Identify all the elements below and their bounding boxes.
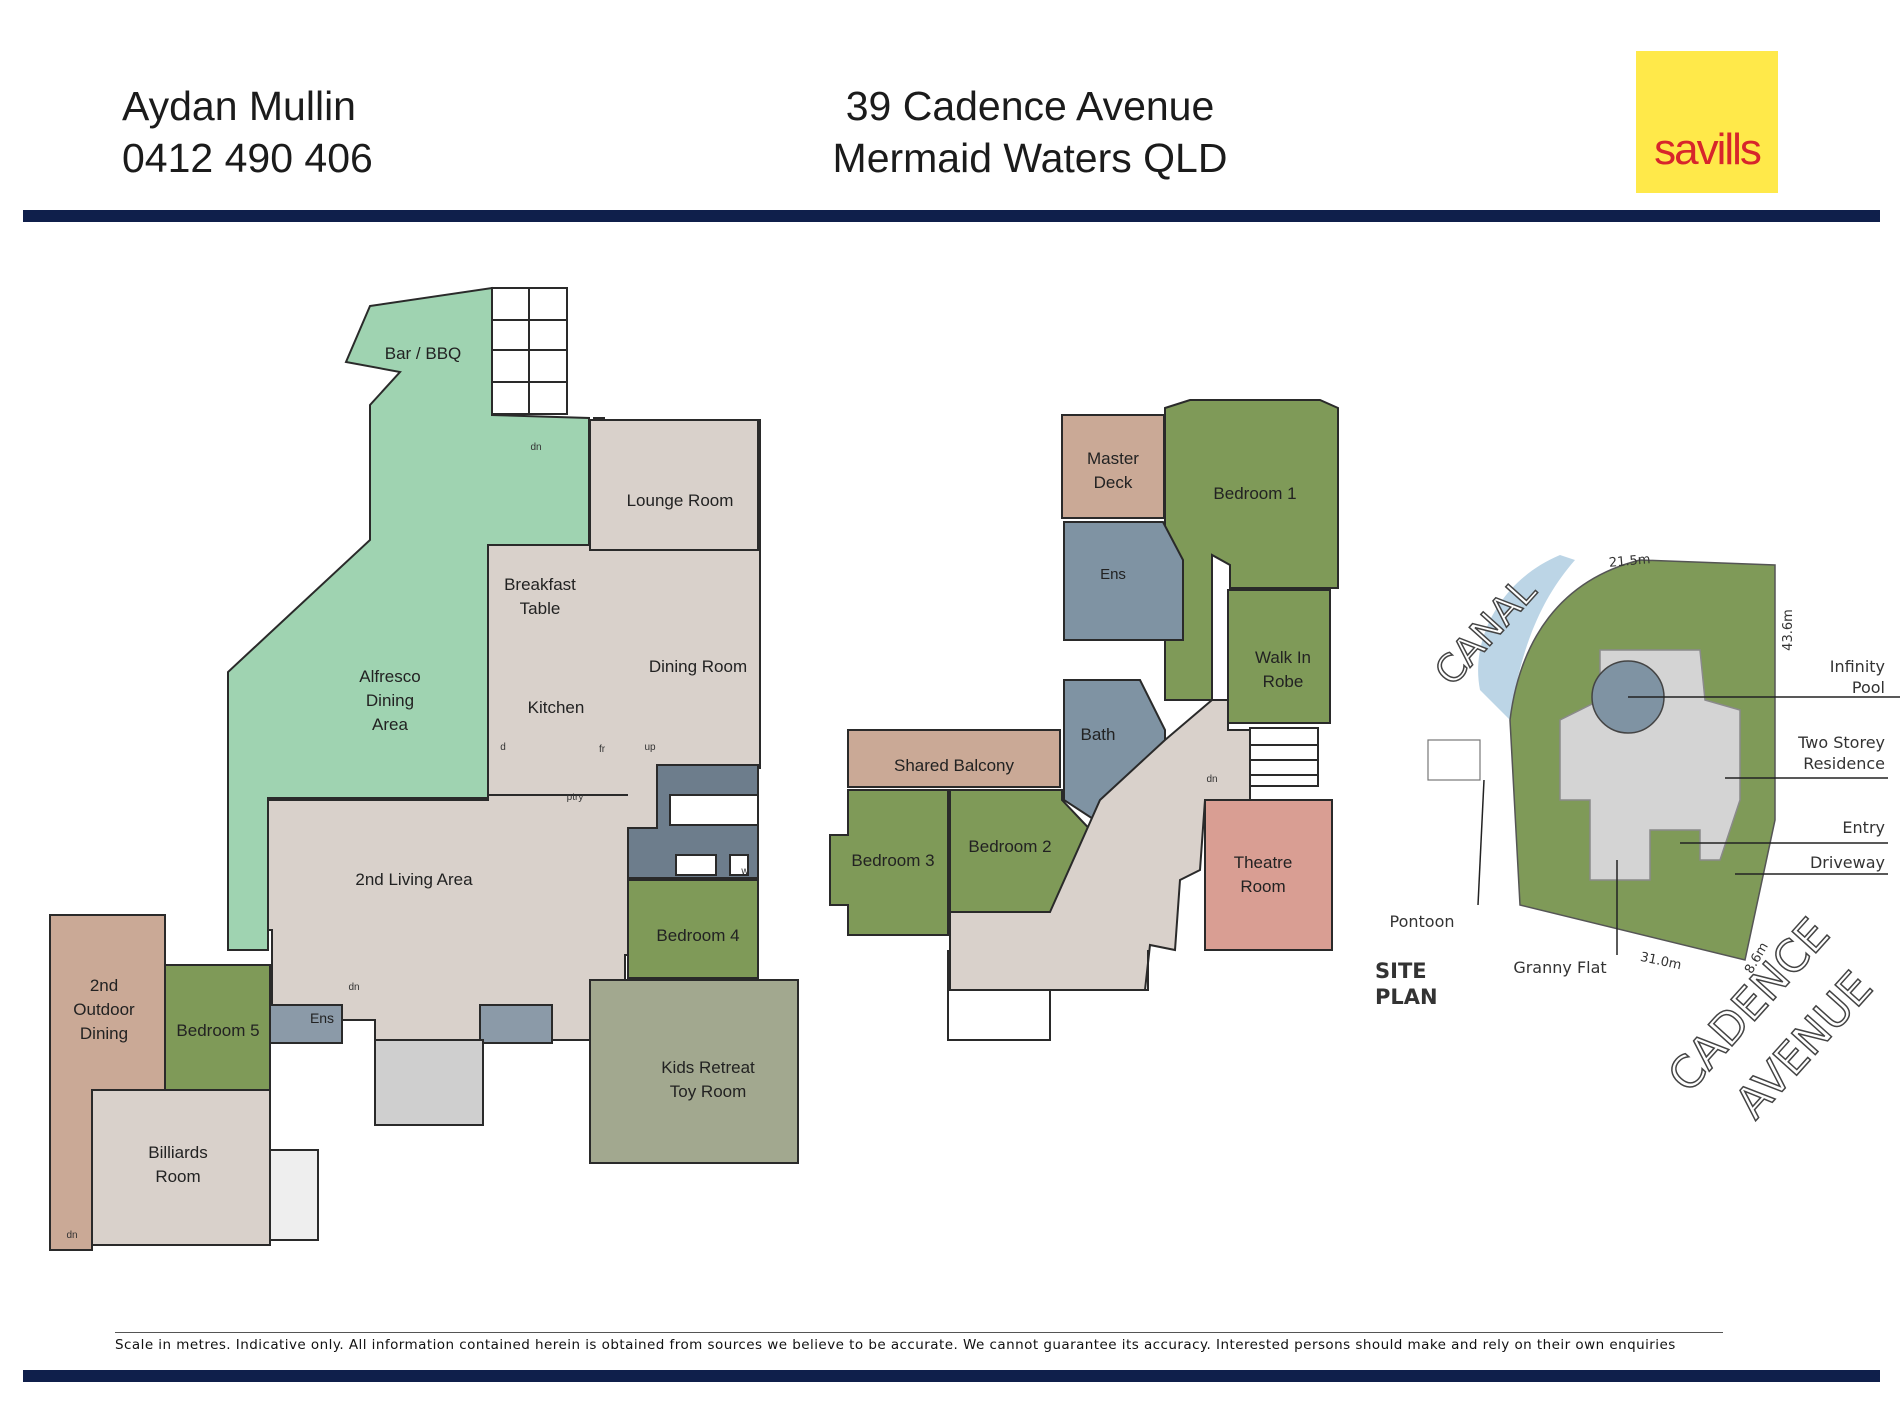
header-rule	[23, 210, 1880, 222]
label-shared-balcony: Shared Balcony	[894, 756, 1015, 775]
label-bath: Bath	[1081, 725, 1116, 744]
dim-bottom: 31.0m	[1639, 950, 1683, 973]
entry-porch	[374, 1039, 484, 1126]
mark-d: d	[500, 742, 506, 753]
label-outdoor-2-1: 2nd	[90, 976, 118, 995]
label-bedroom-5: Bedroom 5	[176, 1021, 259, 1040]
label-billiards-2: Room	[155, 1167, 200, 1186]
label-outdoor-2-3: Dining	[80, 1024, 128, 1043]
ground-floor-plan	[49, 286, 799, 1251]
property-address: 39 Cadence Avenue Mermaid Waters QLD	[700, 80, 1360, 184]
outdoor-stairs	[491, 287, 568, 415]
label-bedroom-1: Bedroom 1	[1213, 484, 1296, 503]
label-bar-bbq: Bar / BBQ	[385, 344, 462, 363]
label-bedroom-4: Bedroom 4	[656, 926, 739, 945]
label-lounge: Lounge Room	[627, 491, 734, 510]
mark-dn-outdoor-2: dn	[66, 1230, 77, 1241]
mark-dn-side: dn	[348, 982, 359, 993]
label-breakfast-2: Table	[520, 599, 561, 618]
label-pool-1: Infinity	[1830, 657, 1885, 676]
mark-dn-outdoor: dn	[530, 442, 541, 453]
label-bedroom-3: Bedroom 3	[851, 851, 934, 870]
label-outdoor-2-2: Outdoor	[73, 1000, 135, 1019]
label-alfresco-1: Alfresco	[359, 667, 420, 686]
label-theatre-2: Room	[1240, 877, 1285, 896]
upper-lower-roof	[947, 950, 1149, 1041]
walk-in-robe	[1227, 589, 1331, 724]
label-pool-2: Pool	[1852, 678, 1885, 697]
upper-hall	[949, 699, 1251, 991]
label-ens-ground: Ens	[310, 1010, 334, 1026]
savills-logo: savills	[1636, 51, 1778, 193]
label-alfresco-2: Dining	[366, 691, 414, 710]
label-walk-in-2: Robe	[1263, 672, 1304, 691]
canal	[1478, 555, 1575, 720]
bedroom-4	[627, 879, 759, 979]
label-alfresco-3: Area	[372, 715, 408, 734]
master-deck	[1061, 414, 1165, 519]
mark-ptry: ptry	[567, 792, 584, 803]
upper-stairs	[1249, 727, 1319, 787]
upper-floor-labels: Master Deck Bedroom 1 Ens Walk In Robe S…	[851, 449, 1311, 896]
label-ens-upper: Ens	[1100, 566, 1126, 583]
label-living-2: 2nd Living Area	[355, 870, 473, 889]
label-kitchen: Kitchen	[528, 698, 585, 717]
shared-balcony	[847, 729, 1061, 788]
address-line-2: Mermaid Waters QLD	[832, 135, 1228, 181]
dim-top: 21.5m	[1608, 552, 1651, 571]
label-site-plan-1: SITE	[1375, 959, 1427, 983]
disclaimer-text: Scale in metres. Indicative only. All in…	[115, 1337, 1676, 1353]
label-residence-1: Two Storey	[1797, 733, 1885, 752]
lounge-room	[589, 419, 759, 551]
ensuite-ground	[269, 1004, 343, 1044]
address-line-1: 39 Cadence Avenue	[845, 83, 1215, 129]
label-kids-2: Toy Room	[670, 1082, 747, 1101]
mark-fr: fr	[599, 744, 606, 755]
label-bedroom-2: Bedroom 2	[968, 837, 1051, 856]
pontoon	[1427, 739, 1481, 781]
footer-rule	[23, 1370, 1880, 1382]
label-dining: Dining Room	[649, 657, 747, 676]
agent-name: Aydan Mullin	[122, 83, 356, 129]
agent-contact: Aydan Mullin 0412 490 406	[122, 80, 373, 184]
label-master-deck-1: Master	[1087, 449, 1139, 468]
site-plan	[1427, 555, 1900, 961]
billiards-room	[91, 1089, 271, 1246]
label-pontoon: Pontoon	[1390, 912, 1455, 931]
powder-room	[479, 1004, 553, 1044]
agent-phone: 0412 490 406	[122, 135, 373, 181]
ground-floor-labels: Bar / BBQ Lounge Room Breakfast Table Al…	[66, 344, 755, 1241]
kids-retreat	[589, 979, 799, 1164]
label-master-deck-2: Deck	[1094, 473, 1133, 492]
bedroom-1	[1164, 399, 1339, 701]
label-driveway: Driveway	[1810, 853, 1885, 872]
dim-right: 43.6m	[1781, 609, 1796, 651]
label-breakfast-1: Breakfast	[504, 575, 576, 594]
label-kids-1: Kids Retreat	[661, 1058, 755, 1077]
label-site-plan-2: PLAN	[1375, 985, 1438, 1009]
label-walk-in-1: Walk In	[1255, 648, 1311, 667]
label-entry: Entry	[1842, 818, 1885, 837]
upper-floor-plan	[829, 399, 1339, 1041]
callout-lines	[1477, 696, 1900, 955]
theatre-room	[1204, 799, 1333, 951]
footer-divider	[115, 1332, 1723, 1333]
label-theatre-1: Theatre	[1234, 853, 1293, 872]
ensuite-upper	[1063, 521, 1184, 641]
mark-w: w	[740, 866, 749, 877]
bedroom-5	[164, 964, 271, 1091]
mark-dn-upper: dn	[1206, 774, 1217, 785]
mark-up: up	[644, 742, 656, 753]
label-granny-flat: Granny Flat	[1513, 958, 1606, 977]
bedroom-3	[829, 789, 949, 936]
label-billiards-1: Billiards	[148, 1143, 208, 1162]
logo-text: savills	[1654, 125, 1762, 174]
label-residence-2: Residence	[1803, 754, 1885, 773]
